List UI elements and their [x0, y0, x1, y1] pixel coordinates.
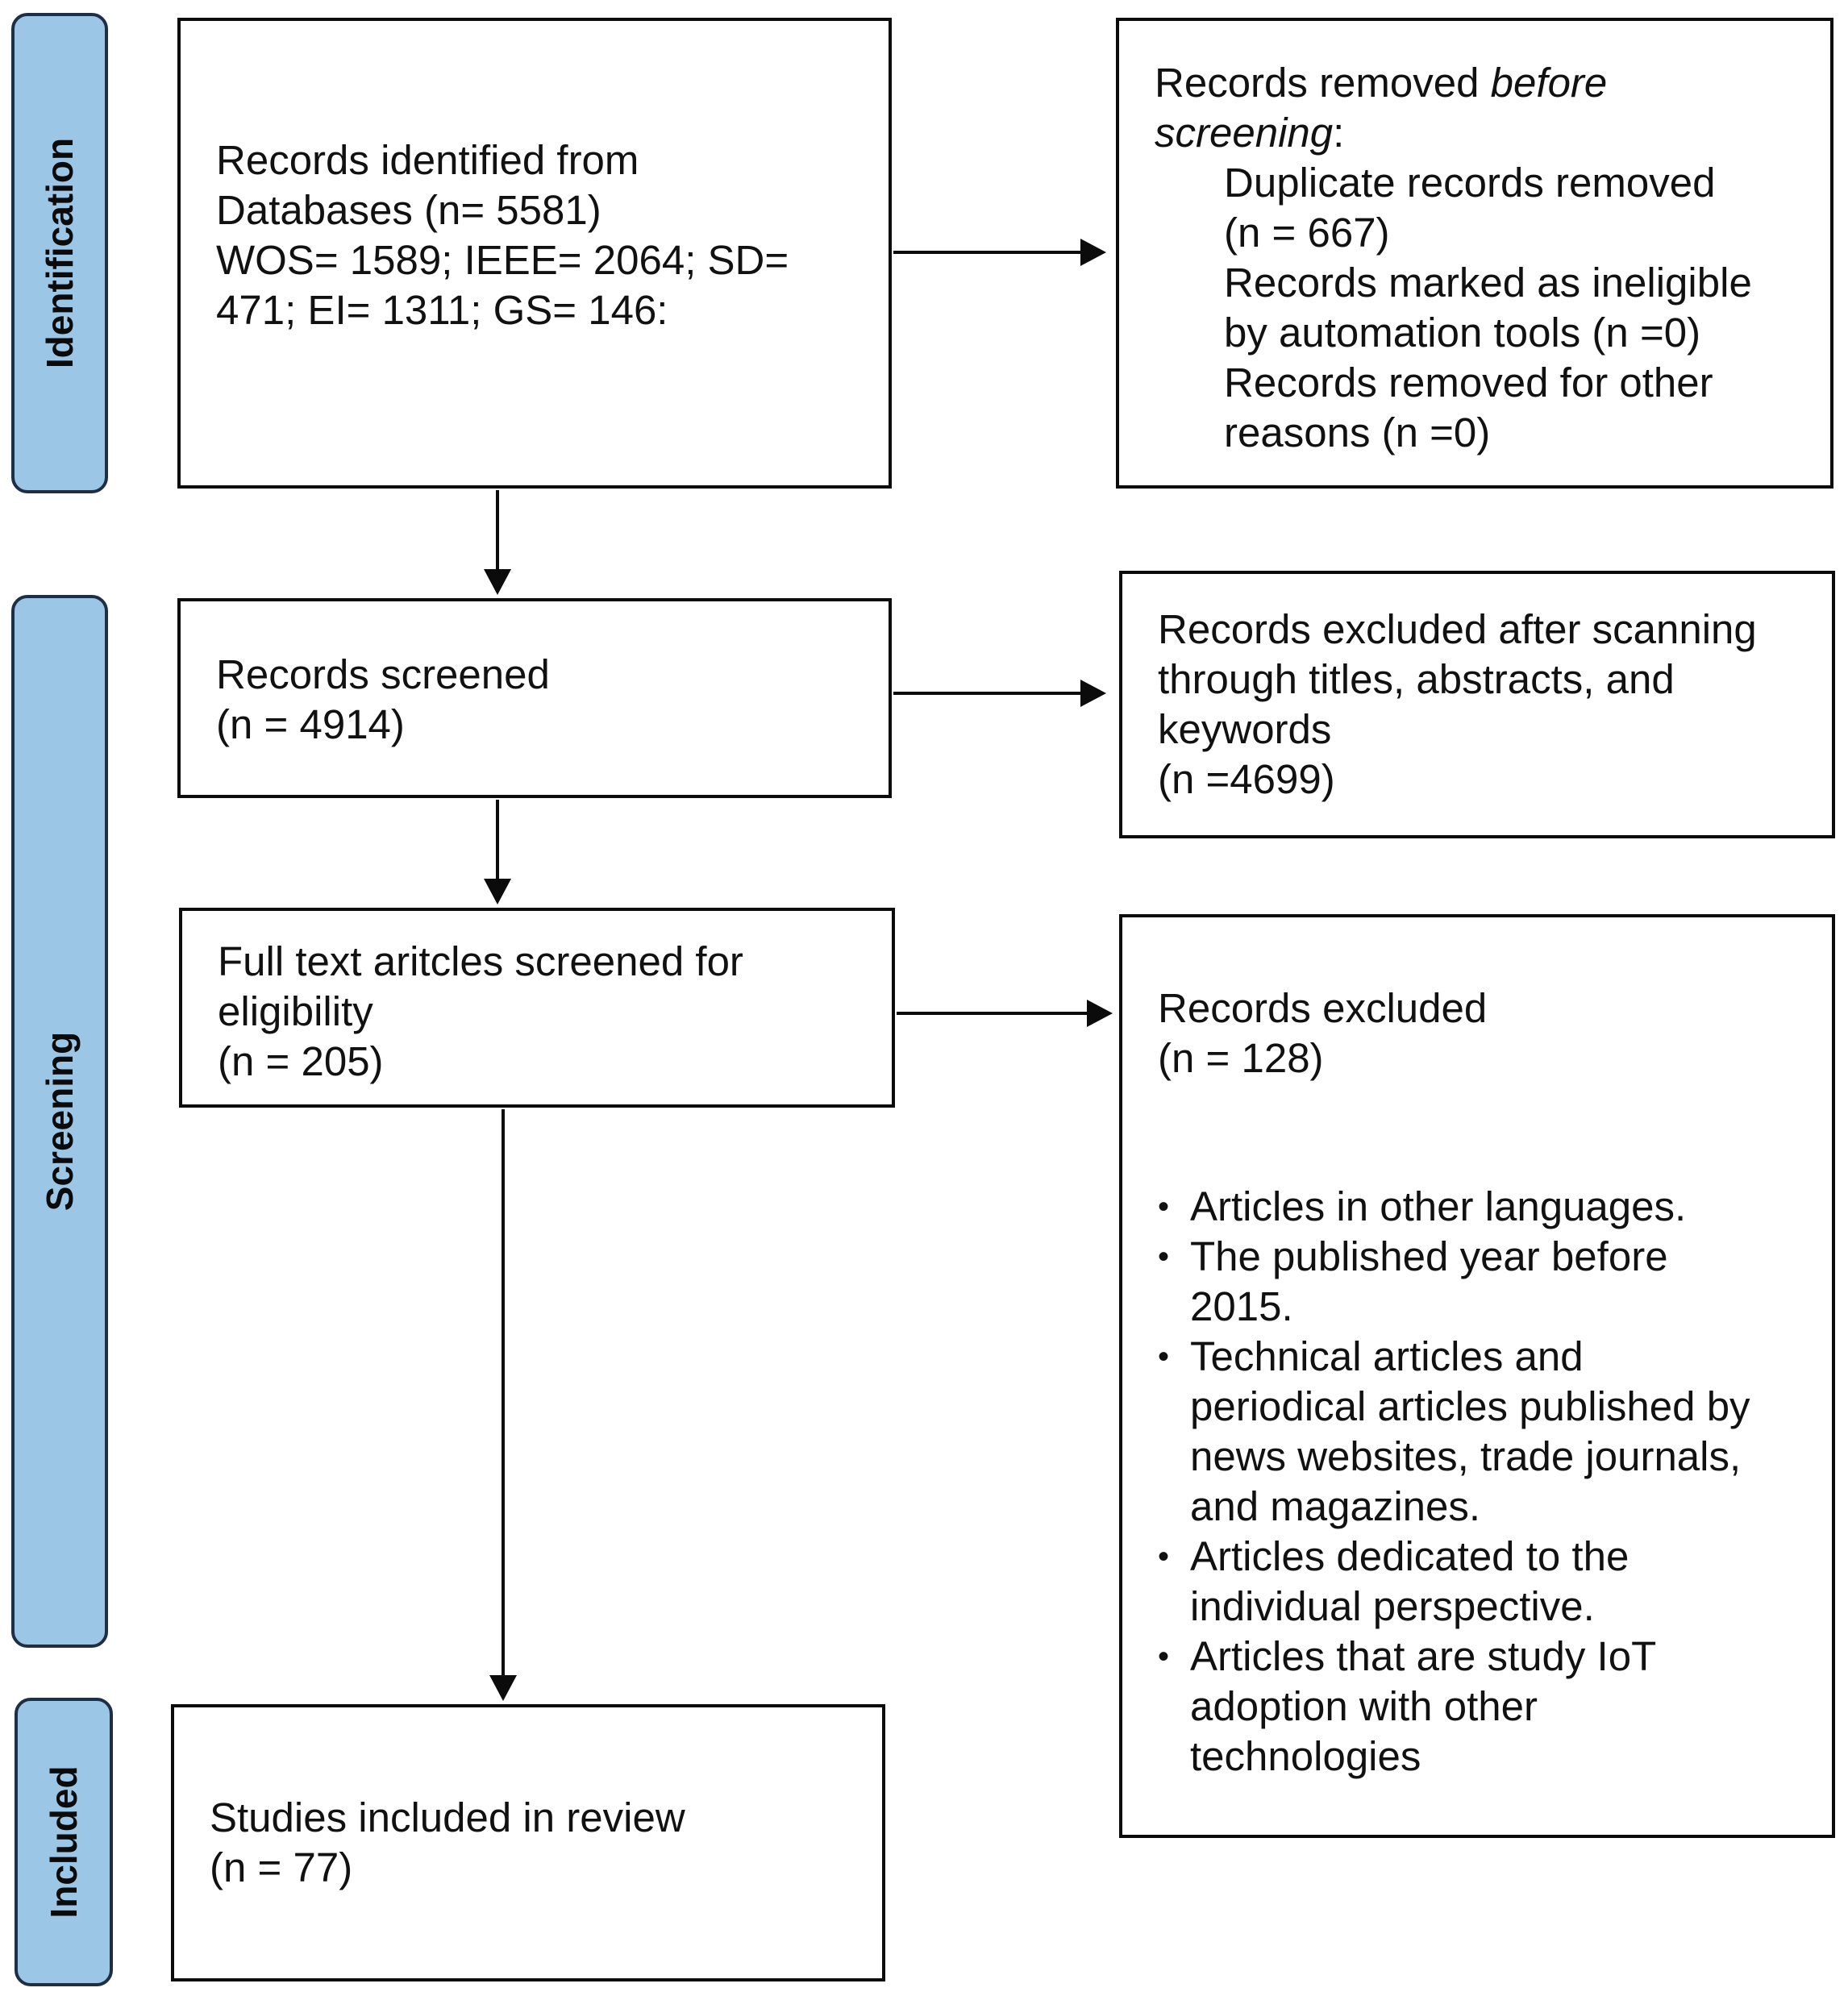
text-line: Articles that are study IoT — [1190, 1633, 1657, 1679]
arrowhead — [1087, 1000, 1113, 1027]
text-line: (n = 77) — [210, 1844, 353, 1890]
text-line: (n =4699) — [1158, 756, 1335, 802]
text-line: (n = 667) — [1224, 210, 1390, 256]
arrowhead — [484, 879, 511, 904]
heading-line-1: Records removed before — [1155, 58, 1830, 108]
text-line: Records excluded — [1158, 985, 1488, 1031]
text-line: The published year before — [1190, 1233, 1668, 1279]
arrowhead — [484, 569, 511, 595]
text-line: eligibility — [218, 988, 373, 1034]
phase-included: Included — [15, 1698, 113, 1986]
text-line: through titles, abstracts, and — [1158, 656, 1675, 702]
heading-italic-before: before — [1490, 60, 1608, 106]
text-line: reasons (n =0) — [1224, 410, 1491, 455]
text-line: Duplicate records removed — [1224, 160, 1716, 206]
phase-screening: Screening — [11, 595, 108, 1648]
arrowhead — [1080, 239, 1106, 266]
text-line: Databases (n= 5581) — [216, 187, 601, 233]
text-line: and magazines. — [1190, 1483, 1481, 1529]
text-line: Records screened — [216, 651, 550, 697]
list-item: Articles that are study IoT adoption wit… — [1158, 1632, 1832, 1782]
studies-included-box: Studies included in review (n = 77) — [171, 1704, 885, 1981]
text-line: Full text aritcles screened for — [218, 938, 743, 984]
text-line: individual perspective. — [1190, 1583, 1595, 1629]
heading-italic-screening: screening — [1155, 110, 1334, 156]
exclusion-criteria-list: Articles in other languages. The publish… — [1158, 1182, 1832, 1782]
text-line: 471; EI= 1311; GS= 146: — [216, 287, 668, 333]
list-item: The published year before 2015. — [1158, 1232, 1832, 1332]
text-line: Records removed for other — [1224, 360, 1713, 405]
list-item: Technical articles and periodical articl… — [1158, 1332, 1832, 1532]
text-line: by automation tools (n =0) — [1224, 310, 1701, 356]
arrowhead — [1080, 680, 1106, 707]
arrowhead — [489, 1675, 517, 1701]
heading-line-2: screening: — [1155, 108, 1830, 158]
full-text-screened-box: Full text aritcles screened for eligibil… — [179, 908, 895, 1108]
text-line: 2015. — [1190, 1283, 1293, 1329]
records-excluded-box: Records excluded (n = 128) Articles in o… — [1119, 914, 1835, 1838]
text-line: periodical articles published by — [1190, 1383, 1750, 1429]
text-line: WOS= 1589; IEEE= 2064; SD= — [216, 237, 789, 283]
text-line: technologies — [1190, 1733, 1421, 1779]
text-line: Records identified from — [216, 137, 639, 183]
text-line: Records excluded after scanning — [1158, 606, 1757, 652]
text-line: Articles in other languages. — [1190, 1183, 1687, 1229]
text-line: keywords — [1158, 706, 1332, 752]
text-line: news websites, trade journals, — [1190, 1433, 1742, 1479]
records-excluded-after-scanning-box: Records excluded after scanning through … — [1119, 571, 1835, 838]
text-line: Records marked as ineligible — [1224, 260, 1752, 306]
records-removed-before-screening-box: Records removed before screening: Duplic… — [1116, 18, 1833, 489]
text-line: Studies included in review — [210, 1794, 685, 1840]
text-line: (n = 205) — [218, 1038, 384, 1084]
text-line: Articles dedicated to the — [1190, 1533, 1629, 1579]
heading-text: Records removed — [1155, 60, 1491, 106]
records-screened-box: Records screened (n = 4914) — [177, 598, 892, 798]
list-item: Articles in other languages. — [1158, 1182, 1832, 1232]
text-line: (n = 4914) — [216, 701, 405, 747]
text-line: (n = 128) — [1158, 1035, 1324, 1081]
records-identified-box: Records identified from Databases (n= 55… — [177, 18, 892, 489]
text-line: Technical articles and — [1190, 1333, 1584, 1379]
text-line: adoption with other — [1190, 1683, 1538, 1729]
heading-colon: : — [1333, 110, 1345, 156]
list-item: Articles dedicated to the individual per… — [1158, 1532, 1832, 1632]
phase-identification: Identification — [11, 13, 108, 493]
